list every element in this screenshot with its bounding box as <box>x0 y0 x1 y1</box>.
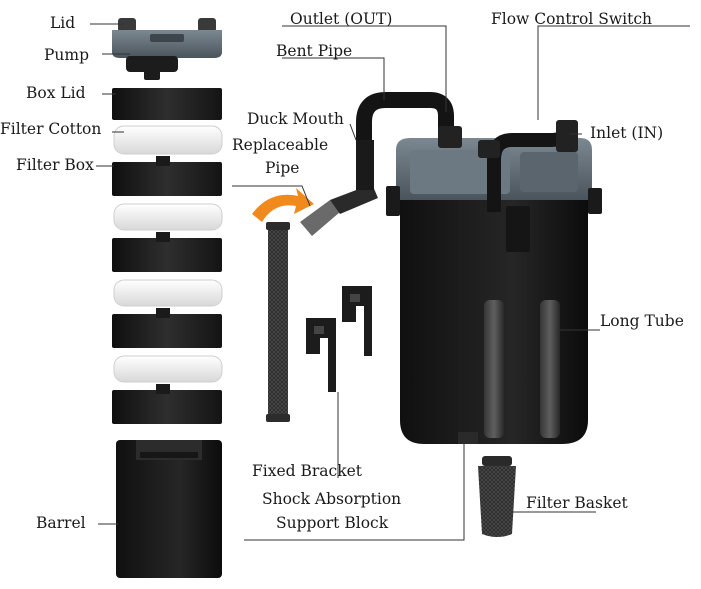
filter-cotton-4 <box>113 355 223 383</box>
long-tube-left <box>484 300 504 438</box>
pump-part <box>126 56 178 80</box>
label-filter-box: Filter Box <box>16 156 94 174</box>
label-outlet: Outlet (OUT) <box>290 10 393 28</box>
label-shock-1: Shock Absorption <box>262 490 402 508</box>
inlet-pipe <box>478 120 578 212</box>
fixed-bracket-2 <box>306 318 336 392</box>
label-box-lid: Box Lid <box>26 84 86 102</box>
orange-arrow <box>252 188 314 222</box>
lid-part <box>112 18 222 58</box>
replaceable-pipe <box>266 222 290 422</box>
label-pump: Pump <box>44 46 90 64</box>
label-duck-mouth: Duck Mouth <box>247 110 344 128</box>
label-replaceable-2: Pipe <box>265 159 300 177</box>
label-inlet: Inlet (IN) <box>590 124 664 142</box>
filter-cotton-2 <box>113 203 223 231</box>
label-filter-cotton: Filter Cotton <box>0 120 102 138</box>
filter-cotton-1 <box>113 125 223 155</box>
filter-cotton-3 <box>113 279 223 307</box>
label-bent-pipe: Bent Pipe <box>276 42 353 60</box>
filter-basket-part <box>478 456 516 537</box>
long-tube-right <box>540 300 560 438</box>
duck-mouth-part <box>300 184 378 236</box>
label-lid: Lid <box>50 14 76 32</box>
barrel-part <box>116 440 222 578</box>
label-flow-control: Flow Control Switch <box>491 10 653 28</box>
filter-box-2 <box>112 232 222 272</box>
label-barrel: Barrel <box>36 514 86 532</box>
filter-box-4 <box>112 384 222 424</box>
label-replaceable-1: Replaceable <box>232 136 329 154</box>
label-filter-basket: Filter Basket <box>526 494 628 512</box>
filter-box-1 <box>112 156 222 196</box>
outlet-bent-pipe <box>356 92 462 190</box>
leader-lines <box>90 23 690 541</box>
filter-box-3 <box>112 308 222 348</box>
fixed-bracket-1 <box>342 286 372 356</box>
box-lid-part <box>112 88 222 120</box>
label-shock-2: Support Block <box>276 514 389 532</box>
label-fixed-bracket: Fixed Bracket <box>252 462 362 480</box>
label-long-tube: Long Tube <box>600 312 684 330</box>
